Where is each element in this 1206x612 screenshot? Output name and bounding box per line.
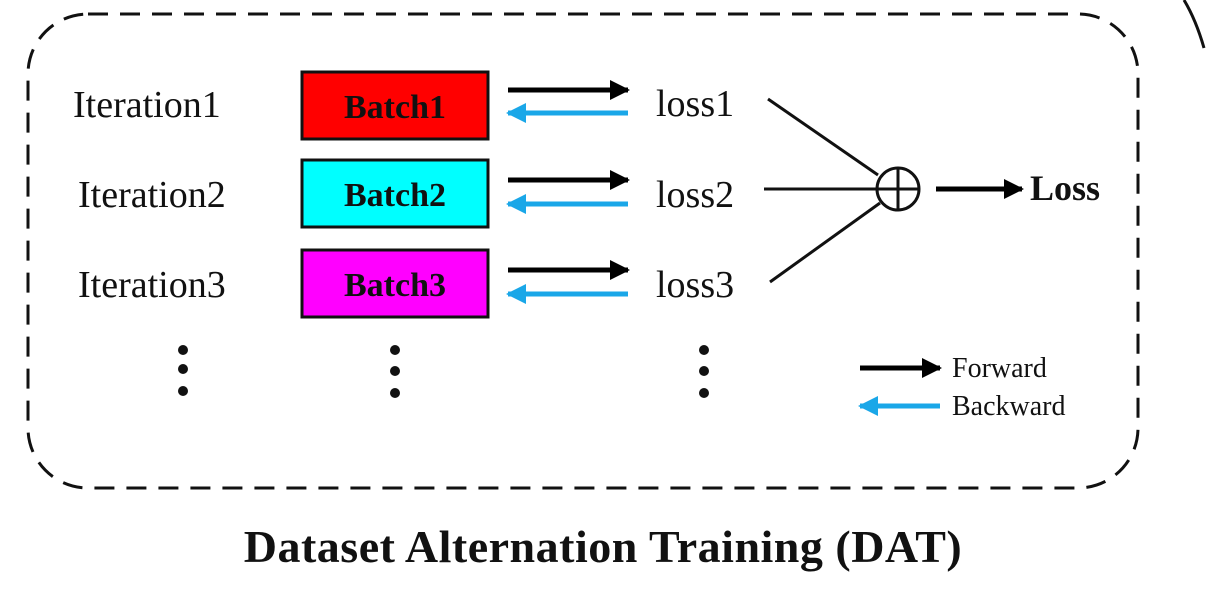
- dashed-container: [26, 12, 1140, 490]
- batch-box-3: [300, 248, 490, 319]
- batch-box-1: [300, 70, 490, 141]
- iteration-label-2: Iteration2: [78, 174, 226, 216]
- batch-label-2: Batch2: [344, 177, 446, 214]
- loss-label-3: loss3: [656, 264, 734, 306]
- legend-forward-label: Forward: [952, 353, 1047, 384]
- legend-backward-label: Backward: [952, 391, 1066, 422]
- iteration-label-1: Iteration1: [73, 84, 221, 126]
- batch-box-2: [300, 158, 490, 229]
- batch-label-1: Batch1: [344, 89, 446, 126]
- loss-label-1: loss1: [656, 83, 734, 125]
- connector-line-3: [769, 201, 881, 284]
- ellipsis-dots-batches: [390, 345, 400, 398]
- iteration-label-3: Iteration3: [78, 264, 226, 306]
- total-loss-label: Loss: [1030, 168, 1100, 208]
- loss-label-2: loss2: [656, 174, 734, 216]
- diagram-caption: Dataset Alternation Training (DAT): [243, 521, 963, 572]
- sum-icon: [875, 166, 921, 212]
- batch-label-3: Batch3: [344, 267, 446, 304]
- connector-line-1: [767, 97, 879, 177]
- edge-curve-fragment: [1182, 0, 1206, 49]
- ellipsis-dots-losses: [699, 345, 709, 398]
- ellipsis-dots-iterations: [178, 345, 188, 396]
